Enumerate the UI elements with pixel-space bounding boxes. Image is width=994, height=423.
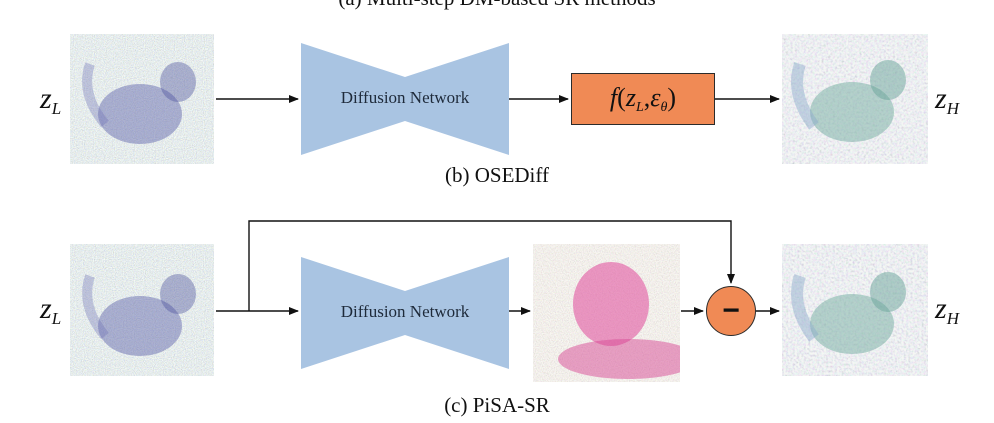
function-box: f(zL,εθ) [571, 73, 715, 125]
latent-zl-sub-c: L [51, 309, 62, 328]
latent-zh-label-c: zH [935, 292, 959, 329]
diffusion-network-label: Diffusion Network [340, 88, 470, 107]
caption-b: (b) OSEDiff [444, 163, 549, 187]
noisy-input-image [70, 34, 214, 164]
sr-output-image-b [782, 34, 928, 164]
diffusion-network-c: Diffusion Network [301, 257, 509, 369]
noisy-input-image-c [70, 244, 214, 376]
latent-zh-label: zH [935, 82, 959, 119]
latent-zl-label-c: zL [40, 292, 61, 329]
latent-zl-main-c: z [40, 292, 52, 325]
subtract-symbol: − [722, 294, 740, 327]
latent-zl-sub: L [51, 99, 62, 118]
diffusion-network-b: Diffusion Network [301, 43, 509, 155]
latent-zh-sub: H [946, 99, 959, 118]
predicted-residual-image [533, 244, 680, 382]
caption-a: (a) Multi-step DM-based SR methods [0, 0, 994, 11]
latent-zh-sub-c: H [946, 309, 959, 328]
latent-zh-main: z [935, 82, 947, 115]
function-expression: f(zL,εθ) [609, 82, 677, 115]
latent-zh-main-c: z [935, 292, 947, 325]
diffusion-network-label-c: Diffusion Network [340, 302, 470, 321]
latent-zl-label: zL [40, 82, 61, 119]
caption-c: (c) PiSA-SR [444, 393, 550, 417]
subtract-operator: − [706, 286, 756, 336]
latent-zl-main: z [40, 82, 52, 115]
sr-output-image-c [782, 244, 928, 376]
